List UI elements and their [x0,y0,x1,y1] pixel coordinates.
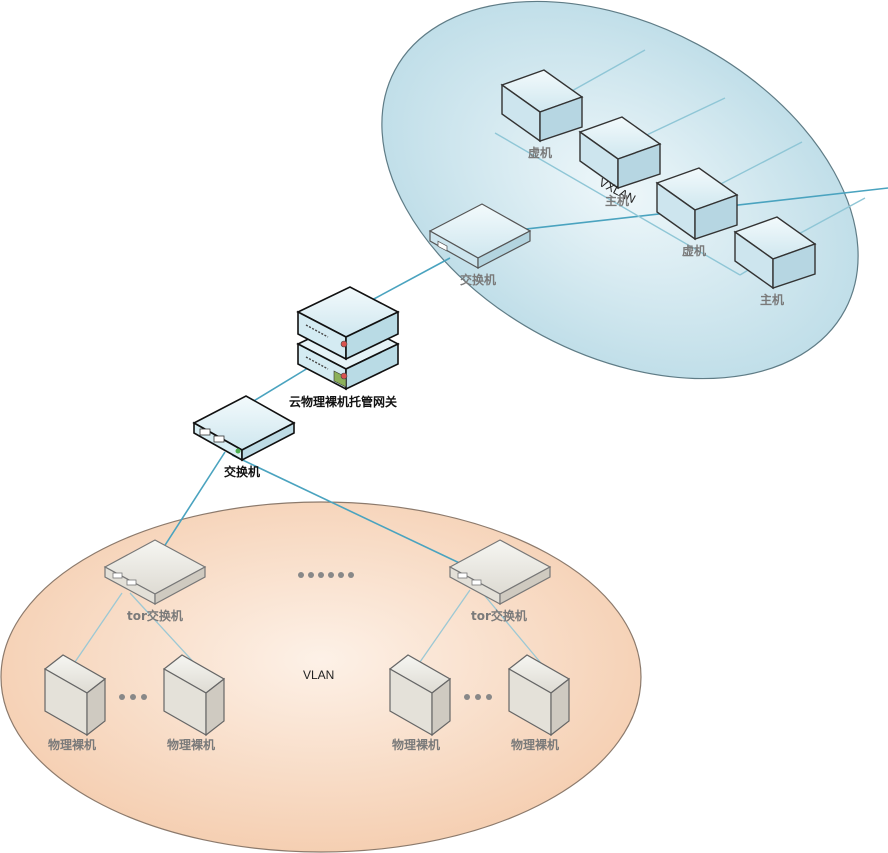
baremetal-label-3: 物理裸机 [392,737,440,752]
ellipsis-icon [464,694,492,700]
tower-server-icon [388,654,452,737]
gateway-label: 云物理裸机托管网关 [289,394,397,409]
link-core-switch-to-tor-left [159,451,226,554]
network-switch-icon [103,539,207,606]
rack-server-icon [296,286,400,391]
baremetal-label-4: 物理裸机 [511,737,559,752]
ellipsis-icon [119,694,147,700]
tower-server-icon [162,654,226,737]
vm-label-1: 虚机 [528,145,552,160]
tor-switch-label-left: tor交换机 [127,608,183,623]
network-switch-icon [192,395,296,462]
host-label-1: 主机 [605,193,629,208]
cube-icon [578,116,662,190]
network-switch-icon [428,203,532,270]
ellipsis-icon [298,572,354,578]
network-switch-icon [448,539,552,606]
baremetal-label-1: 物理裸机 [48,737,96,752]
vlan-label: VLAN [303,668,334,682]
host-label-2: 主机 [760,292,784,307]
baremetal-label-2: 物理裸机 [167,737,215,752]
tor-switch-label-right: tor交换机 [471,608,527,623]
core-switch-label: 交换机 [224,464,260,479]
cube-icon [655,167,739,241]
link-core-switch-to-gateway [251,367,309,403]
link-gateway-to-cloud-switch [371,257,451,301]
vm-label-2: 虚机 [682,243,706,258]
tower-server-icon [507,654,571,737]
vxlan-region [381,0,859,380]
cube-icon [500,69,584,143]
tower-server-icon [43,654,107,737]
link-core-switch-to-tor-right [231,454,471,569]
cube-icon [733,216,817,290]
cloud-switch-label: 交换机 [460,272,496,287]
